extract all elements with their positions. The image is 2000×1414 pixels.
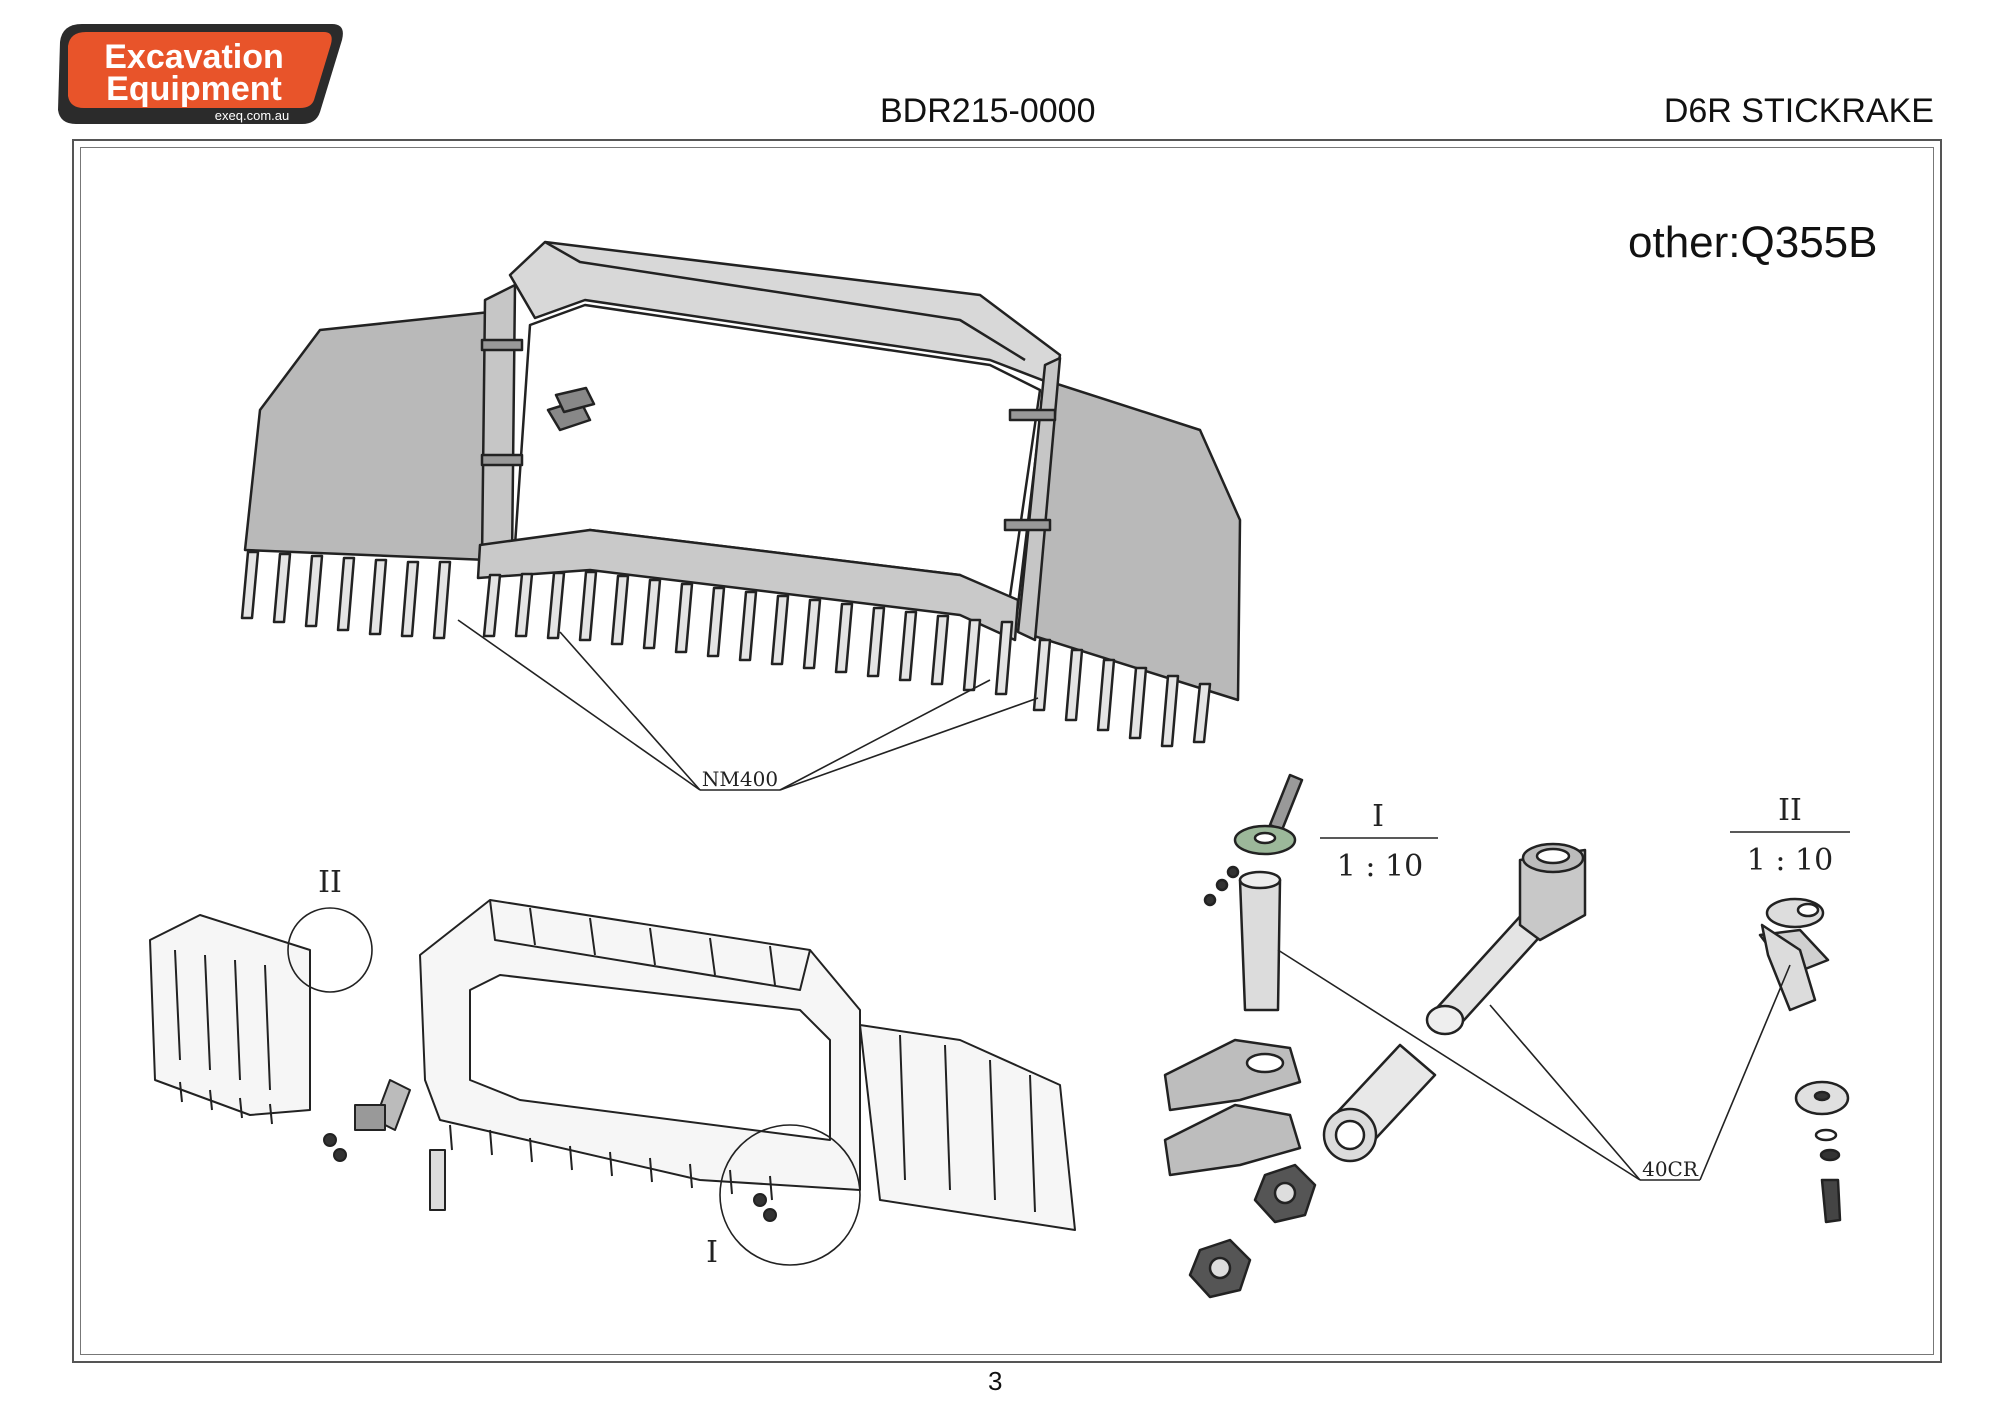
detail-II-title: II [1778,793,1802,828]
page-number: 3 [988,1366,1003,1396]
exploded-assembly-view [149,899,1076,1266]
company-logo: Excavation Equipment exeq.com.au [58,24,343,124]
part-number: BDR215-0000 [880,92,1096,130]
stickrake-main-view [240,240,1242,748]
logo-text-line1: Excavation [104,38,284,76]
nm400-leaders [457,619,1039,791]
drawing-frame-inner [80,147,1934,1355]
detail-I-scale: 1 : 10 [1337,849,1423,884]
product-name: D6R STICKRAKE [1663,92,1934,130]
detail-II-scale: 1 : 10 [1747,843,1833,878]
drawing-frame-outer [72,139,1942,1363]
logo-text-line2: Equipment [106,70,282,108]
40cr-leaders [1277,949,1791,1181]
detail-I-parts [1163,773,1587,1299]
nm400-label: NM400 [702,767,778,791]
detail-I-title: I [1372,799,1384,834]
detail-II-parts [1758,897,1850,1224]
logo-website: exeq.com.au [215,108,289,123]
40cr-label: 40CR [1642,1157,1699,1181]
material-note: other:Q355B [1628,218,1878,267]
detail-II-callout: II [318,865,342,900]
detail-I-callout: I [706,1235,718,1270]
